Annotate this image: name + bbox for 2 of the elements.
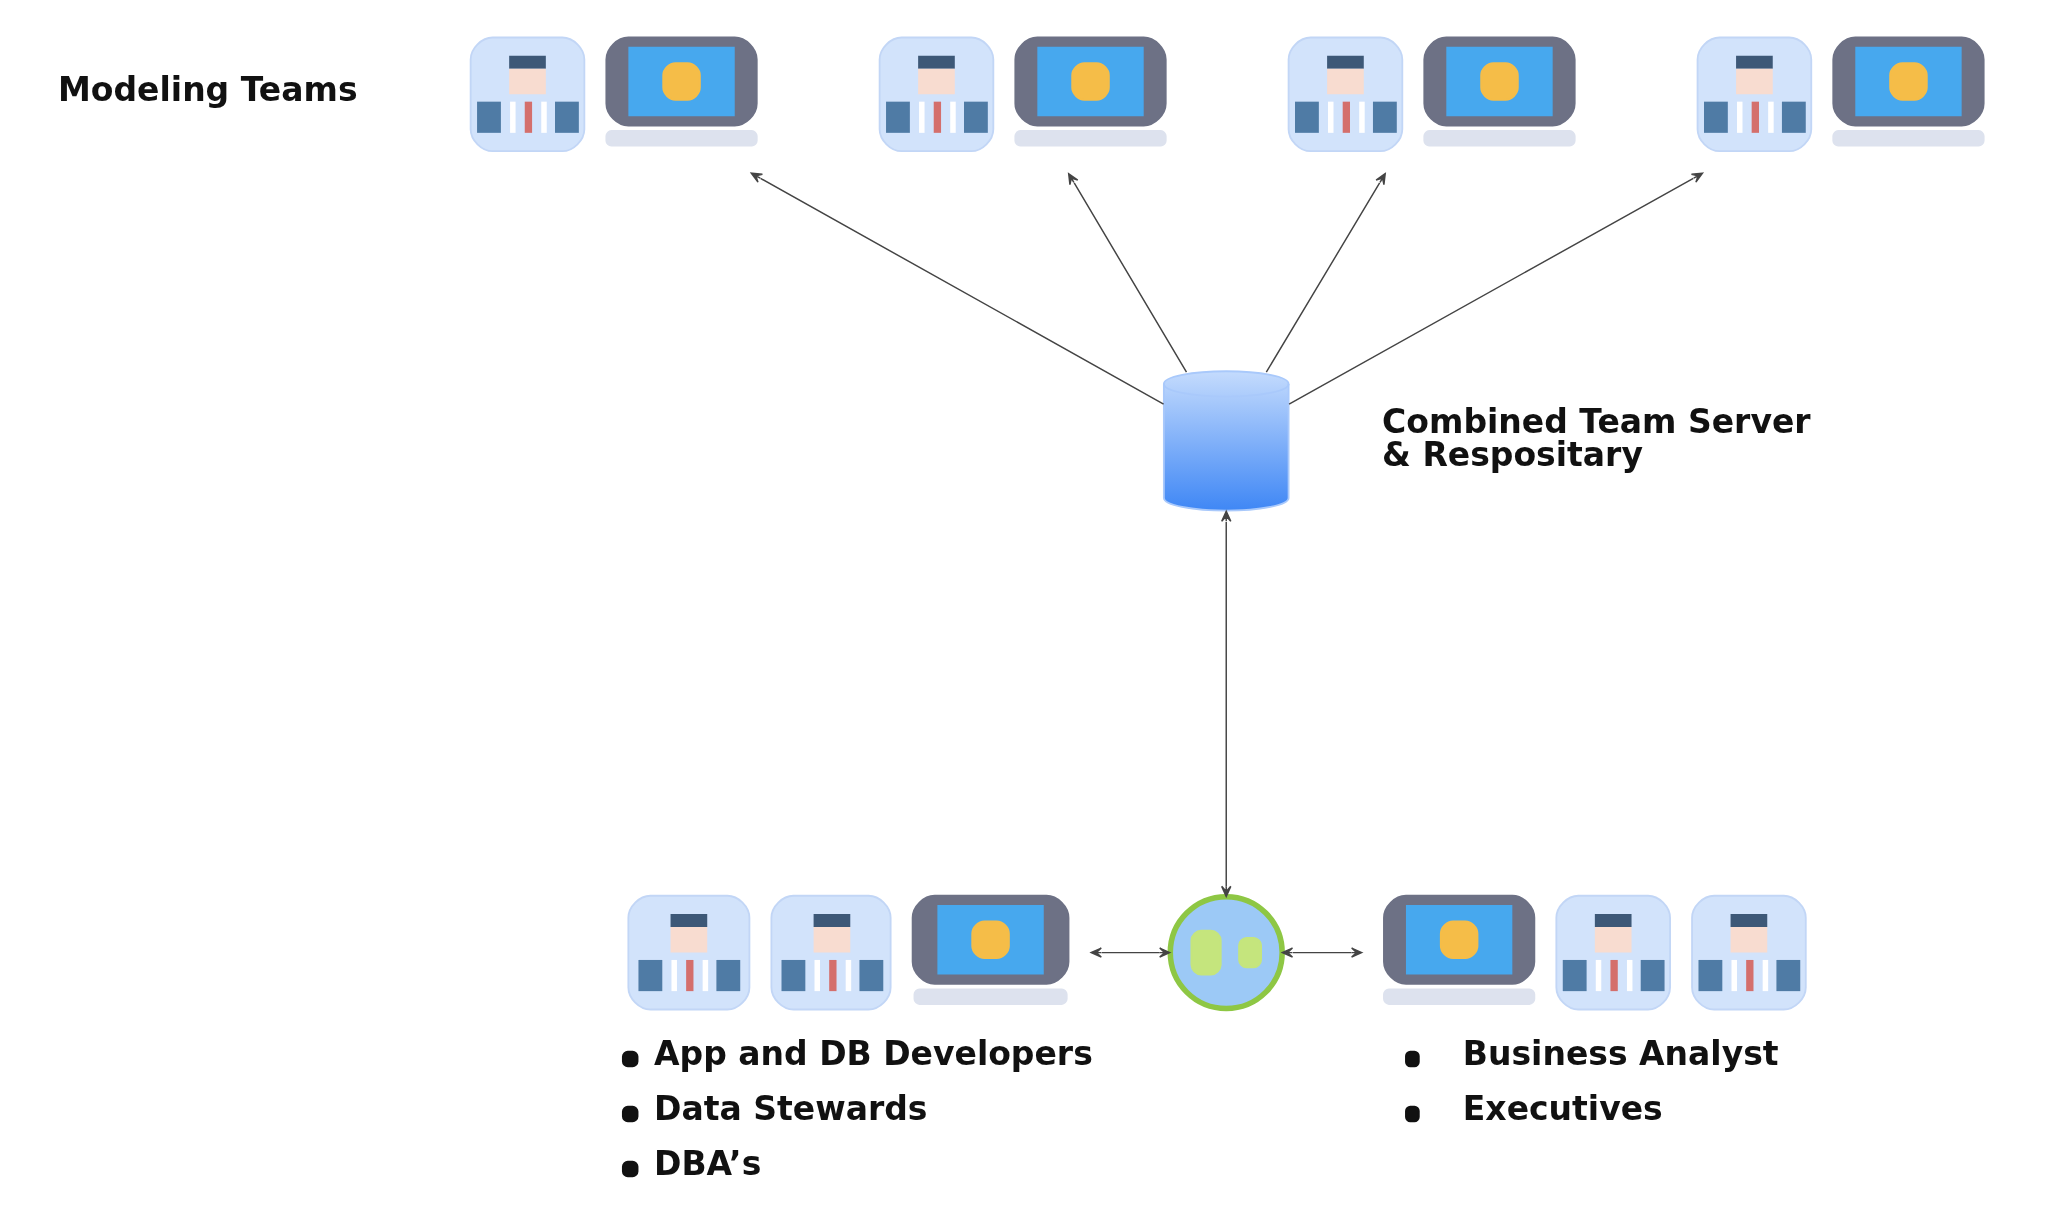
node-label: Combined Team Server & Respositary bbox=[1381, 401, 1811, 474]
label: Modeling Teams bbox=[57, 69, 358, 109]
